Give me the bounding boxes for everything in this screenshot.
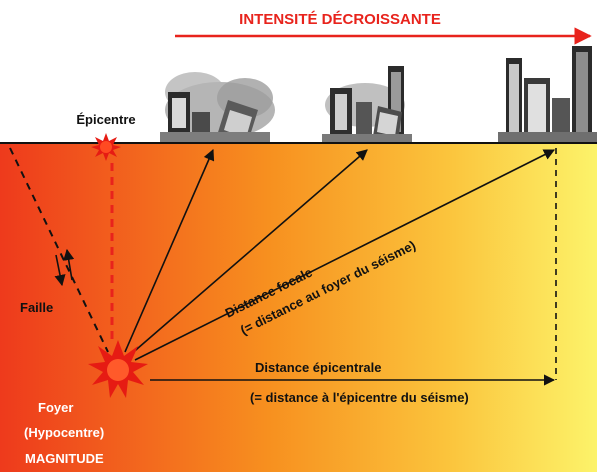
buildings-intact-icon — [498, 46, 597, 142]
label-epicentre: Épicentre — [76, 112, 135, 127]
label-distance-epicentrale: Distance épicentrale — [255, 360, 381, 375]
label-faille: Faille — [20, 300, 53, 315]
label-foyer: Foyer — [38, 400, 73, 415]
fault-arrow-down — [54, 254, 66, 287]
title-intensite: INTENSITÉ DÉCROISSANTE — [239, 11, 441, 28]
label-distance-epicentrale-def: (= distance à l'épicentre du séisme) — [250, 390, 469, 405]
ray-arrow-2 — [129, 149, 368, 356]
buildings-collapsed-icon — [160, 72, 275, 142]
label-magnitude: MAGNITUDE — [25, 451, 104, 466]
ray-arrow-3 — [134, 149, 556, 361]
epicentre-burst-icon — [91, 133, 121, 161]
fault-line — [9, 147, 109, 353]
buildings-damaged-icon — [322, 66, 412, 142]
ray-arrow-1 — [124, 148, 215, 353]
foyer-burst-icon — [88, 340, 148, 398]
ground-section — [0, 143, 597, 472]
label-hypocentre: (Hypocentre) — [24, 425, 104, 440]
fault-arrow-up — [63, 248, 75, 281]
